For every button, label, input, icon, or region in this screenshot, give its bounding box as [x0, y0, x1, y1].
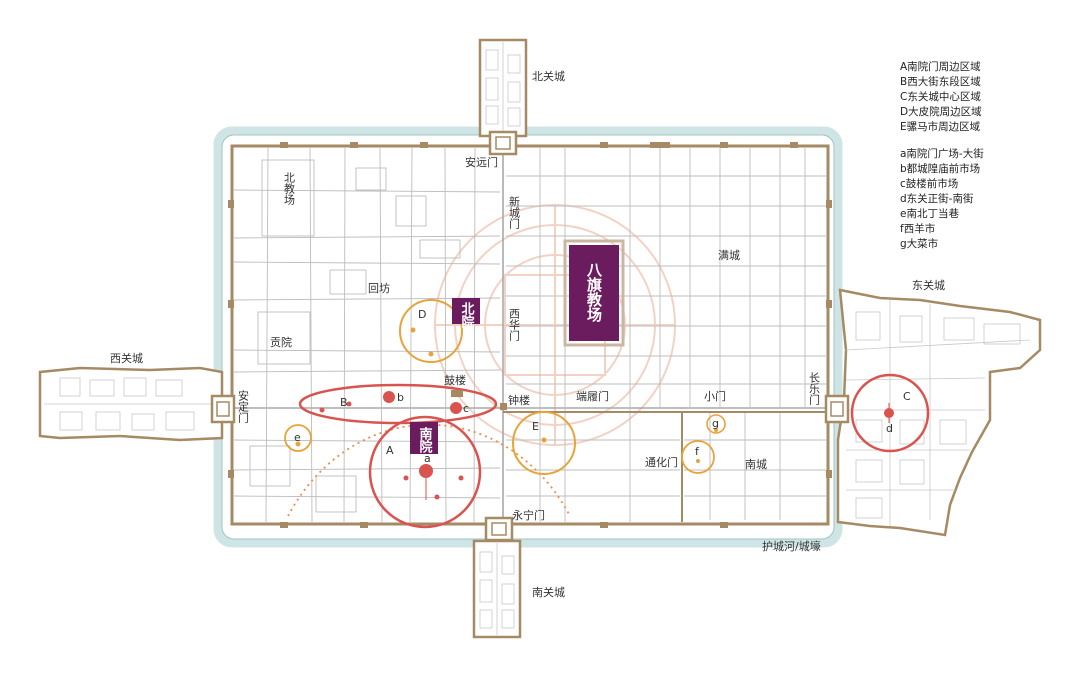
marker-point-g: g [712, 417, 719, 430]
marker-point-f: f [695, 445, 700, 458]
baqi-frame [563, 239, 625, 347]
marker-point-e: e [294, 431, 301, 444]
legend-point-g: g大菜市 [900, 237, 938, 250]
marker-point-b: b [397, 391, 404, 404]
area-circle-a [368, 415, 482, 529]
gate-anding-label: 安定门 [237, 389, 250, 424]
legend-point-d: d东关正街-南街 [900, 192, 974, 205]
marker-area-a: A [386, 444, 394, 457]
marker-area-e: E [532, 420, 539, 433]
zhonglou-label: 钟楼 [508, 393, 530, 407]
gate-anyuan-label: 安远门 [465, 155, 498, 169]
beiyuan-block [452, 298, 480, 324]
marker-area-d: D [418, 308, 426, 321]
west-suburb-label: 西关城 [110, 351, 143, 365]
area-circle-c [850, 373, 930, 453]
gate-tonghua-label: 通化门 [645, 455, 678, 469]
gate-yongning-label: 永宁门 [512, 508, 545, 522]
legend-point-a: a南院门广场-大街 [900, 147, 984, 160]
beiyuan-label: 北院 [459, 302, 475, 329]
gate-duanlv-label: 端履门 [576, 389, 609, 403]
city-interior [232, 146, 828, 524]
north-suburb-label: 北关城 [532, 69, 565, 83]
hub-dots [295, 327, 894, 500]
moat [213, 126, 843, 548]
marker-point-c: c [463, 402, 469, 415]
gate-towers [210, 130, 850, 542]
gate-xinchengmen-label: 新城门 [508, 195, 521, 230]
gulou-label: 鼓楼 [444, 373, 466, 387]
area-circle-d [399, 299, 463, 363]
inner-boundaries [503, 411, 826, 522]
legend: A南院门周边区域 B西大街东段区域 C东关城中心区域 D大皮院周边区域 E骡马市… [900, 60, 984, 250]
legend-point-f: f西羊市 [900, 222, 935, 235]
beijiaochang-label: 北教场 [283, 172, 296, 206]
marker-point-d: d [886, 422, 893, 435]
area-circle-e [512, 411, 576, 475]
huifang-label: 回坊 [368, 281, 390, 295]
gate-changle-label: 长乐门 [808, 372, 821, 406]
point-circle-f [681, 440, 715, 474]
point-circle-e [284, 424, 312, 452]
gulou-building [451, 390, 463, 397]
marker-point-a: a [424, 452, 431, 465]
area-ellipse-b [298, 383, 498, 425]
legend-area-a: A南院门周边区域 [900, 60, 981, 73]
marker-area-c: C [903, 390, 911, 403]
manchen-label: 满城 [718, 249, 740, 262]
nancheng-label: 南城 [745, 458, 767, 471]
city-wall [228, 142, 832, 528]
legend-area-e: E骡马市周边区域 [900, 120, 981, 133]
legend-area-b: B西大街东段区域 [900, 75, 981, 88]
baqi-label: 八旗教场 [585, 262, 603, 323]
legend-point-b: b都城隍庙前市场 [900, 162, 980, 175]
legend-point-c: c鼓楼前市场 [900, 177, 958, 190]
east-suburb-label: 东关城 [912, 278, 945, 292]
legend-point-e: e南北丁当巷 [900, 207, 959, 220]
moat-label: 护城河/城壕 [762, 539, 821, 553]
east-suburb [836, 288, 1042, 537]
baqi-block [569, 245, 619, 341]
marker-area-b: B [340, 396, 348, 409]
legend-area-c: C东关城中心区域 [900, 90, 981, 103]
gate-xiaomen-label: 小门 [704, 389, 726, 403]
zhonglou-building [500, 403, 507, 410]
north-suburb [478, 38, 528, 138]
south-suburb-label: 南关城 [532, 585, 565, 599]
gongyuan-label: 贡院 [270, 335, 292, 349]
legend-area-d: D大皮院周边区域 [900, 105, 982, 118]
gate-xihuamen-label: 西华门 [508, 308, 521, 342]
west-suburb [38, 366, 224, 442]
watermark-seal [434, 204, 676, 446]
south-suburb [472, 539, 522, 639]
nanyuan-block [410, 422, 438, 454]
influence-arc [287, 423, 571, 517]
point-circle-g [706, 414, 726, 434]
nanyuan-label: 南院 [417, 426, 433, 454]
